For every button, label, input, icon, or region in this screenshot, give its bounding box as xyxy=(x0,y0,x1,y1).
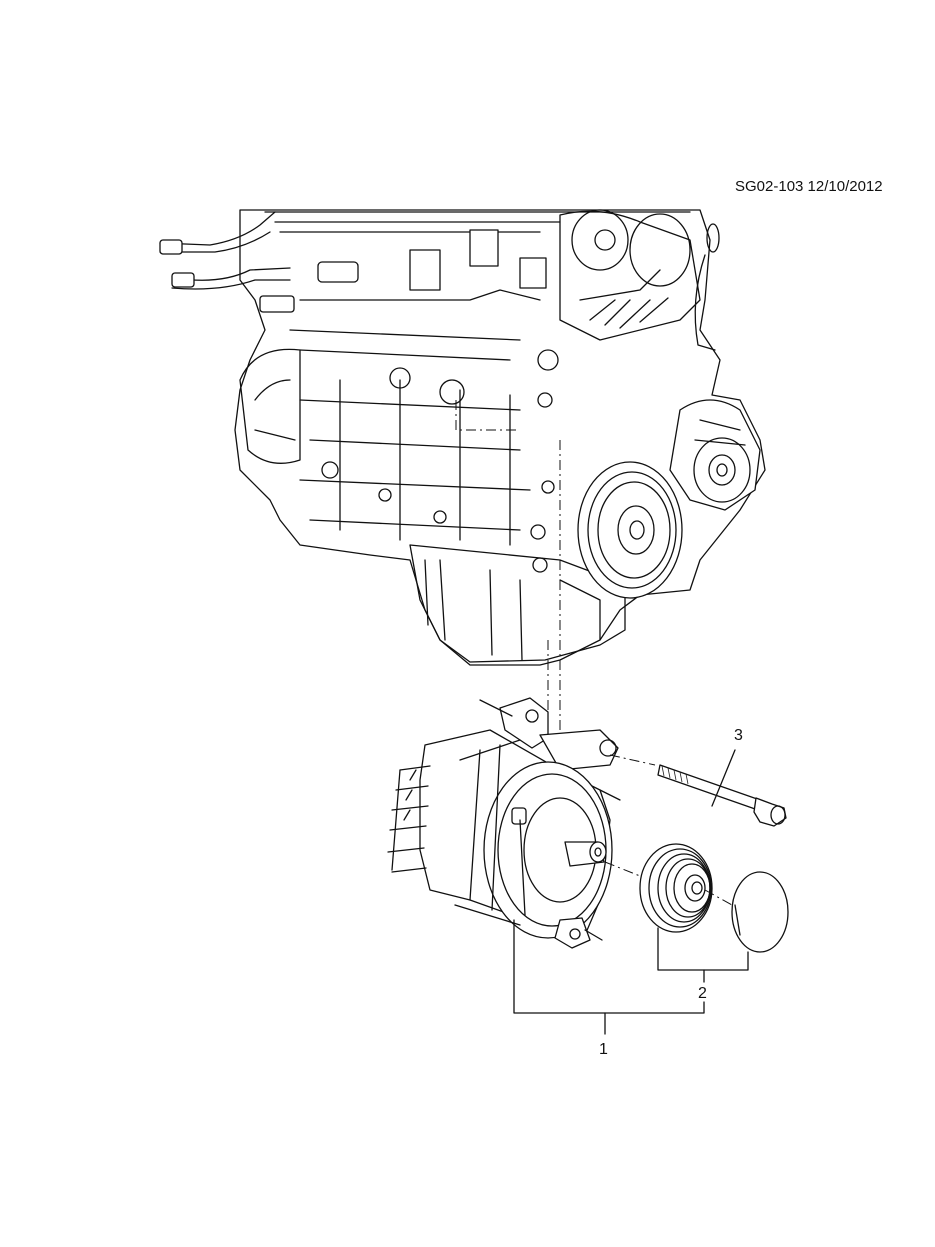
cap-axis-line xyxy=(704,889,733,906)
mount-alignment-line-3 xyxy=(455,400,520,431)
alternator xyxy=(387,697,621,949)
engine-assembly xyxy=(159,209,766,666)
pulley-cap xyxy=(731,871,789,953)
bolt-axis-line xyxy=(609,754,656,766)
pulley-axis-line xyxy=(604,861,641,877)
callout-label-2: 2 xyxy=(698,985,707,1002)
diagram-reference-code: SG02-103 12/10/2012 xyxy=(735,178,883,195)
bolt xyxy=(657,764,787,827)
leader-lines xyxy=(513,749,749,1035)
callout-label-3: 3 xyxy=(734,727,743,744)
callout-label-1: 1 xyxy=(599,1041,608,1058)
pulley xyxy=(639,843,713,933)
